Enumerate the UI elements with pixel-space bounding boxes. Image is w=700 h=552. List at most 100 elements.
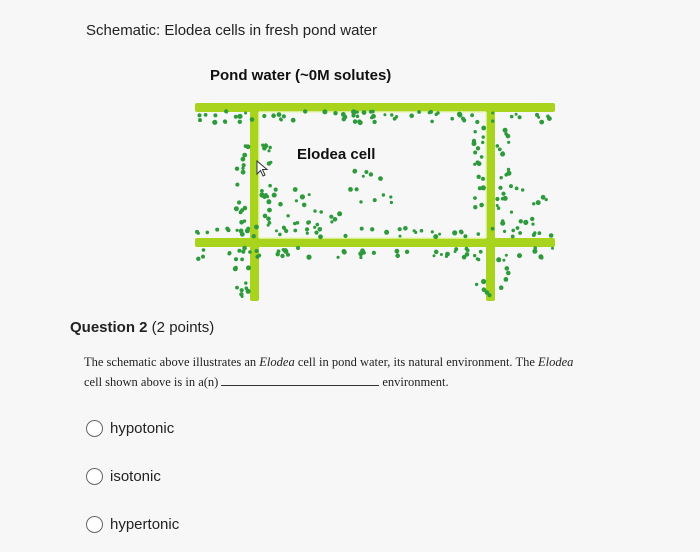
option-isotonic[interactable]: isotonic	[86, 468, 161, 485]
cell-walls	[195, 103, 555, 301]
chloroplast	[286, 214, 290, 218]
chloroplast	[237, 119, 242, 124]
cursor-icon	[256, 159, 269, 177]
chloroplast	[389, 195, 393, 199]
chloroplast	[293, 221, 297, 226]
question-text-segment: The schematic above illustrates an	[84, 355, 260, 369]
chloroplast	[303, 109, 308, 114]
question-text-italic: Elodea	[538, 355, 574, 369]
chloroplast	[381, 193, 386, 197]
question-text-segment: cell shown above is in a(n)	[84, 375, 219, 389]
chloroplast	[484, 290, 490, 295]
chloroplast	[368, 172, 374, 177]
chloroplast	[502, 195, 508, 201]
chloroplast	[273, 187, 278, 192]
chloroplast	[478, 249, 483, 254]
chloroplast	[510, 234, 515, 239]
chloroplast	[196, 256, 201, 261]
chloroplast	[237, 200, 242, 205]
chloroplast	[239, 288, 244, 293]
chloroplast	[475, 146, 481, 151]
chloroplast	[267, 149, 271, 153]
chloroplast	[201, 248, 206, 252]
chloroplast	[244, 281, 248, 285]
chloroplast	[537, 231, 542, 236]
chloroplast	[212, 119, 218, 125]
chloroplast	[246, 226, 251, 231]
chloroplast	[495, 196, 500, 202]
chloroplast	[518, 231, 522, 235]
option-hypertonic[interactable]: hypertonic	[86, 516, 179, 533]
chloroplast	[473, 253, 477, 258]
chloroplast	[293, 228, 298, 233]
chloroplast	[462, 118, 467, 123]
radio-icon[interactable]	[86, 420, 103, 437]
radio-icon[interactable]	[86, 468, 103, 485]
chloroplast	[398, 234, 402, 238]
chloroplast	[419, 228, 424, 233]
chloroplast	[329, 214, 334, 219]
chloroplast	[296, 246, 300, 250]
chloroplast	[495, 144, 500, 148]
option-hypotonic[interactable]: hypotonic	[86, 420, 174, 437]
chloroplast	[430, 230, 434, 234]
chloroplast	[476, 257, 481, 262]
chloroplast	[433, 234, 439, 240]
chloroplast	[390, 113, 394, 117]
chloroplast	[313, 209, 317, 213]
chloroplast	[491, 111, 495, 115]
chloroplast	[233, 206, 239, 212]
chloroplast	[481, 140, 485, 145]
chloroplast	[535, 200, 541, 206]
chloroplast	[506, 170, 512, 176]
cell-wall-top	[195, 103, 555, 112]
chloroplast	[351, 113, 356, 118]
radio-icon[interactable]	[86, 516, 103, 533]
chloroplast	[239, 292, 244, 297]
chloroplast	[364, 170, 369, 174]
chloroplast	[266, 216, 271, 222]
chloroplast	[314, 230, 319, 235]
chloroplast	[234, 166, 240, 171]
chloroplast	[438, 232, 442, 236]
chloroplast	[280, 253, 285, 259]
chloroplast	[414, 230, 418, 234]
chloroplast	[233, 114, 238, 119]
chloroplast	[260, 189, 264, 193]
chloroplast	[496, 206, 501, 210]
chloroplast	[453, 250, 457, 253]
chloroplast	[498, 285, 504, 290]
chloroplast	[384, 229, 390, 235]
chloroplast	[371, 113, 376, 119]
chloroplast	[281, 114, 286, 119]
chloroplast	[502, 258, 506, 262]
chloroplast	[294, 199, 298, 203]
chloroplast	[295, 221, 300, 225]
chloroplast	[359, 255, 363, 260]
chloroplast-group	[195, 109, 554, 298]
chloroplast	[241, 249, 246, 254]
chloroplast	[471, 141, 477, 147]
chloroplast	[354, 187, 359, 192]
chloroplast	[539, 256, 544, 260]
chloroplast	[404, 249, 410, 254]
chloroplast	[355, 114, 360, 119]
chloroplast	[521, 188, 525, 192]
chloroplast	[257, 253, 262, 258]
chloroplast	[475, 119, 480, 125]
chloroplast	[276, 112, 282, 117]
chloroplast	[417, 110, 421, 114]
chloroplast	[480, 176, 486, 181]
chloroplast	[378, 176, 383, 181]
chloroplast	[244, 111, 248, 115]
chloroplast	[198, 118, 202, 123]
chloroplast	[319, 210, 323, 214]
cell-wall-left	[250, 103, 259, 301]
chloroplast	[352, 168, 358, 174]
chloroplast	[502, 127, 508, 133]
chloroplast	[245, 288, 251, 294]
chloroplast	[481, 287, 487, 292]
chloroplast	[544, 198, 548, 202]
chloroplast	[240, 257, 244, 262]
chloroplast	[436, 111, 440, 115]
